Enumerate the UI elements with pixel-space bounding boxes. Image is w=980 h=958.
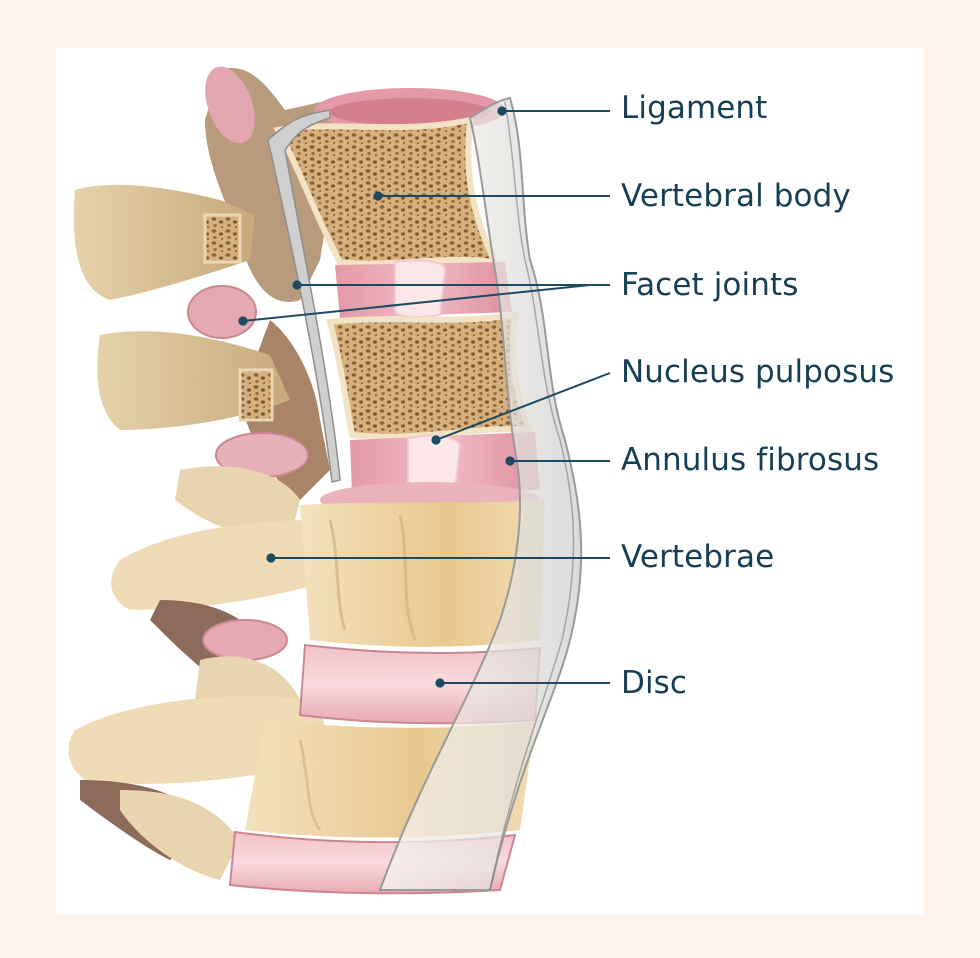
label-vertebral-body: Vertebral body [621, 178, 851, 214]
label-ligament: Ligament [621, 90, 768, 126]
label-annulus-fibrosus: Annulus fibrosus [621, 442, 880, 478]
ligament-sheath [267, 96, 583, 891]
leader-nucleus-pulposus [435, 372, 611, 441]
label-vertebrae: Vertebrae [621, 539, 775, 575]
leader-facet-joint-lower [242, 284, 591, 322]
leader-lines [238, 106, 611, 688]
label-disc: Disc [621, 665, 688, 701]
label-nucleus-pulposus: Nucleus pulposus [621, 354, 895, 390]
label-facet-joints: Facet joints [621, 267, 799, 303]
